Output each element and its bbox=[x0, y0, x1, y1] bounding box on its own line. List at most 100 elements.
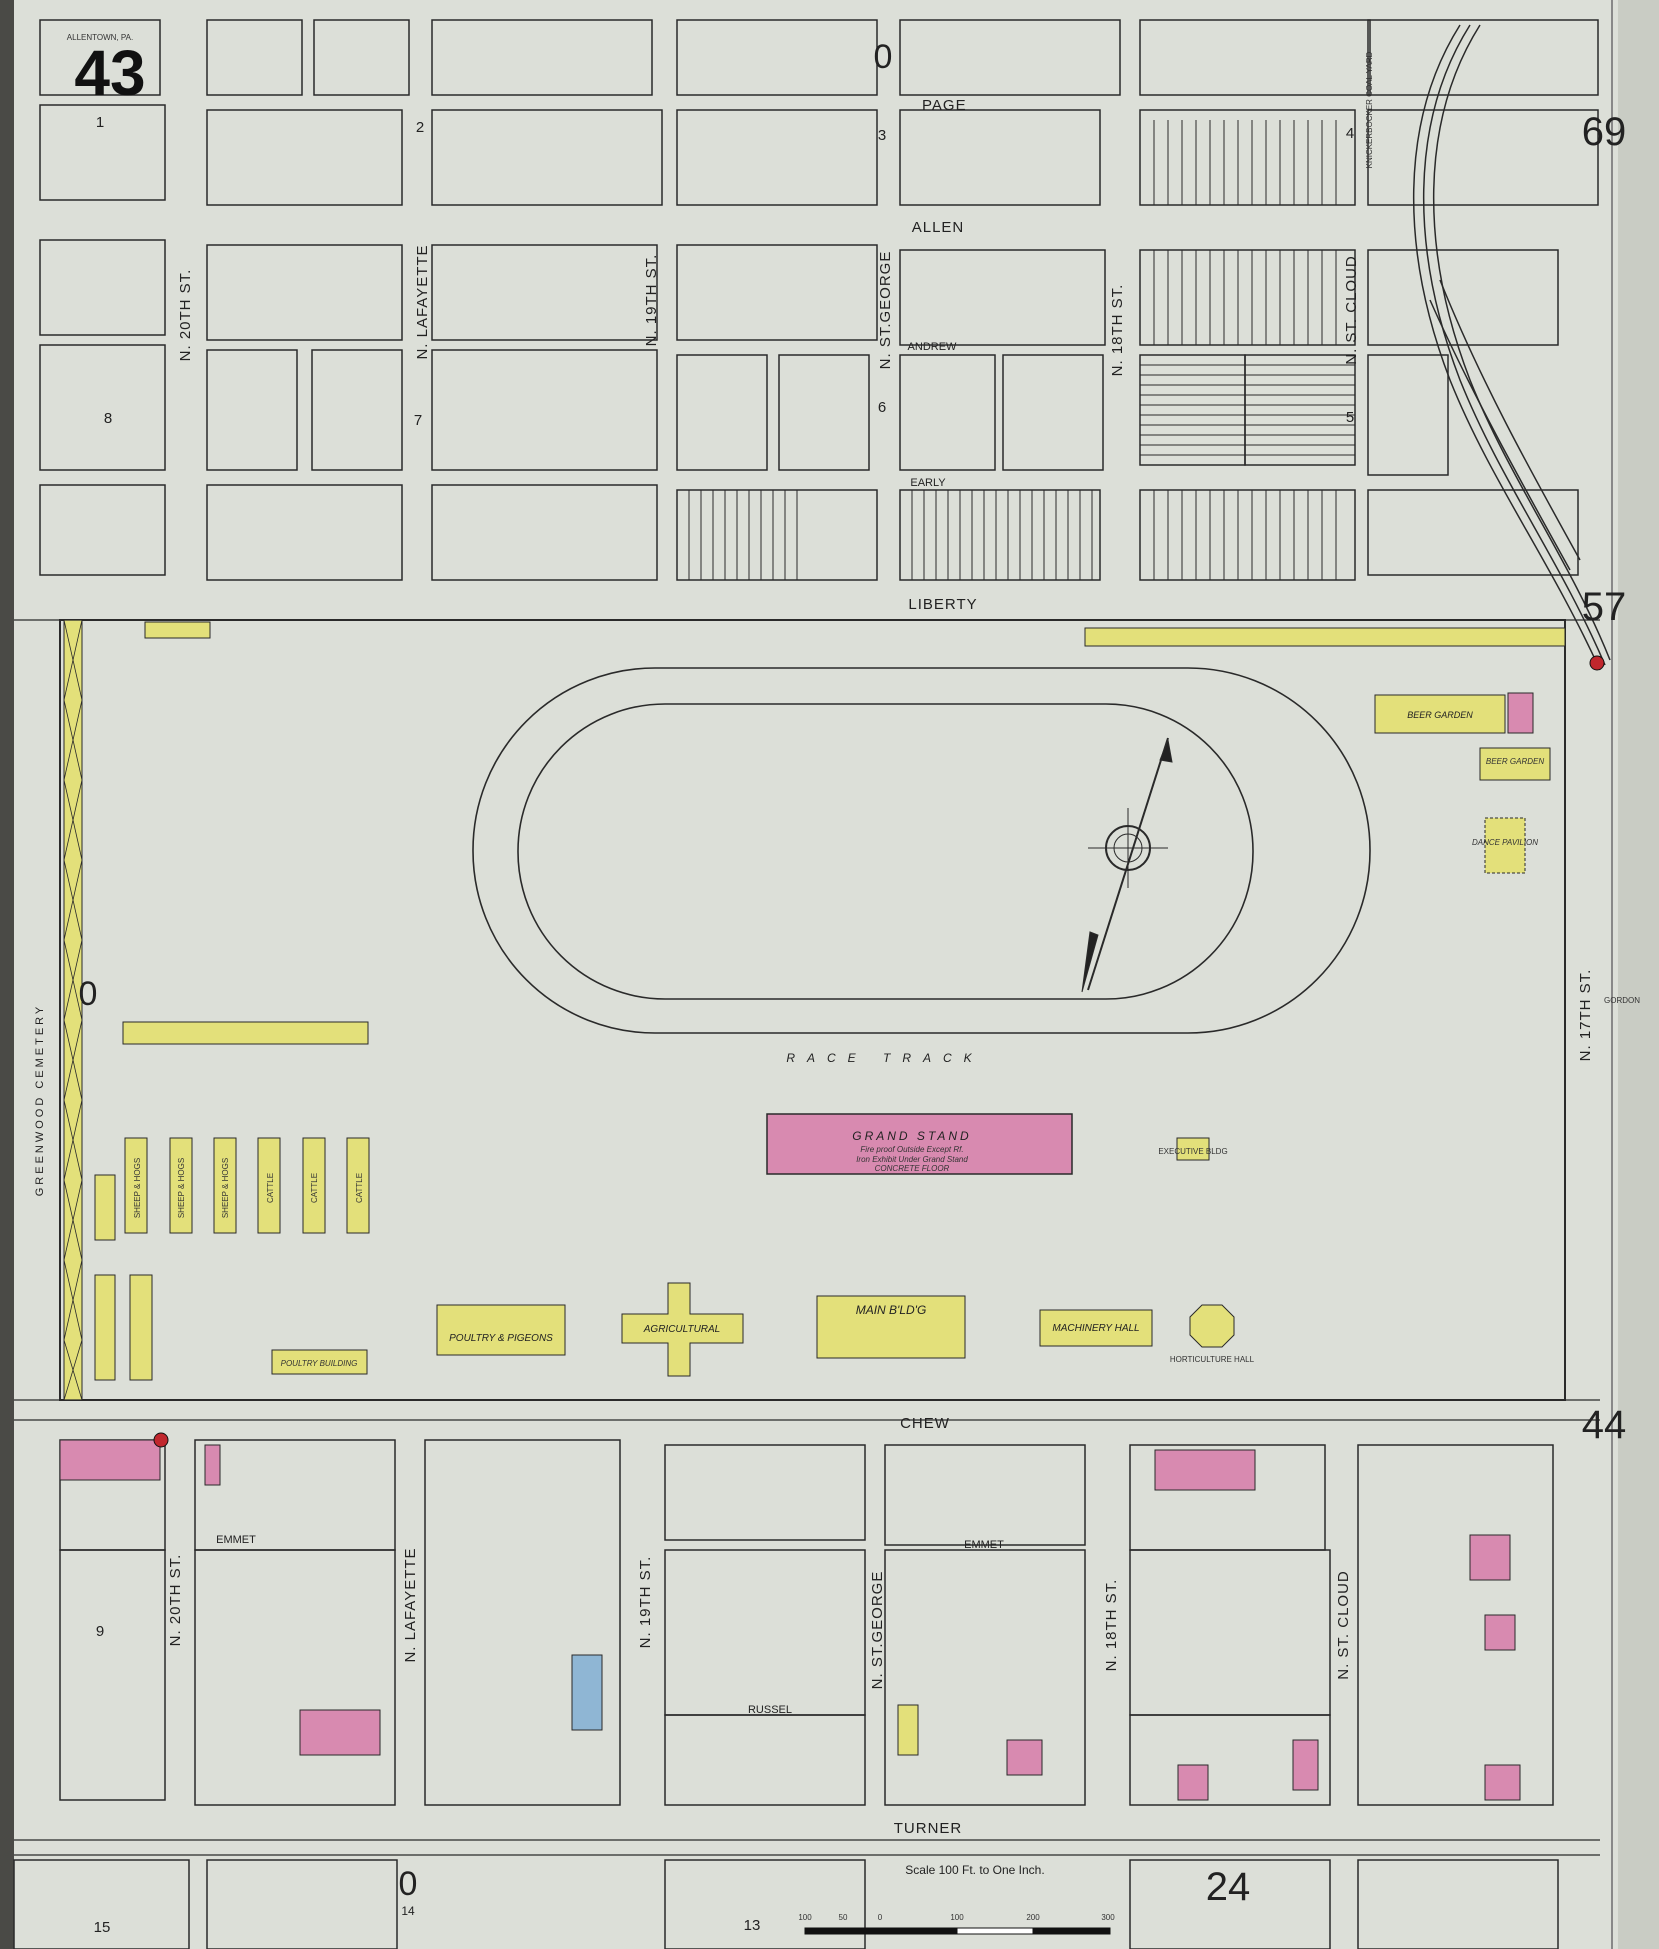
fire-alarm-box-marker bbox=[153, 1432, 169, 1448]
cemetery-fence-hatch bbox=[63, 619, 83, 1401]
poultry-building bbox=[271, 1349, 368, 1375]
north-blocks bbox=[39, 19, 1599, 581]
grand-stand-label: GRAND STAND bbox=[852, 1129, 971, 1143]
knickerbocker-label: KNICKERBOCKER COAL YARD bbox=[1365, 51, 1374, 168]
street-n19-bottom: N. 19TH ST. bbox=[637, 1556, 654, 1649]
street-n20-top: N. 20TH ST. bbox=[177, 269, 194, 362]
machinery-hall-label: MACHINERY HALL bbox=[1052, 1323, 1139, 1334]
liberty-sheds-right bbox=[1084, 627, 1566, 647]
block-5: 5 bbox=[1346, 409, 1354, 426]
adjacent-sheet-24: 24 bbox=[1206, 1865, 1251, 1909]
lot-lines bbox=[676, 120, 1355, 580]
street-russel: RUSSEL bbox=[748, 1704, 792, 1716]
dance-pavilion bbox=[1484, 817, 1526, 874]
main-building bbox=[816, 1295, 966, 1359]
block-3: 3 bbox=[878, 127, 886, 144]
street-andrew: ANDREW bbox=[908, 341, 958, 353]
beer-garden-pink bbox=[1507, 692, 1534, 734]
race-track-label: RACE TRACK bbox=[786, 1051, 983, 1065]
street-n19-top: N. 19TH ST. bbox=[643, 254, 660, 347]
agricultural-building bbox=[621, 1282, 744, 1377]
grand-stand-note1: Fire proof Outside Except Rf. bbox=[860, 1145, 963, 1154]
street-page: PAGE bbox=[922, 97, 967, 114]
street-emmet-right: EMMET bbox=[964, 1539, 1004, 1551]
street-emmet-left: EMMET bbox=[216, 1534, 256, 1546]
horticulture-hall-label: HORTICULTURE HALL bbox=[1170, 1355, 1255, 1364]
scale-label: Scale 100 Ft. to One Inch. bbox=[905, 1863, 1044, 1877]
block-9: 9 bbox=[96, 1623, 104, 1640]
street-allen: ALLEN bbox=[912, 219, 965, 236]
block-0-top: 0 bbox=[874, 38, 893, 76]
scale-tick-4: 100 bbox=[950, 1913, 964, 1922]
south-blocks bbox=[13, 1439, 1559, 1949]
paper-right-edge bbox=[1618, 0, 1659, 1949]
poultry-pigeons bbox=[436, 1304, 566, 1356]
shed-label-sheep-3: SHEEP & HOGS bbox=[133, 1158, 142, 1218]
scale-tick-1: 100 bbox=[798, 1913, 812, 1922]
agricultural-label: AGRICULTURAL bbox=[643, 1324, 721, 1335]
street-n18-bottom: N. 18TH ST. bbox=[1103, 1579, 1120, 1672]
grand-stand bbox=[766, 1113, 1073, 1175]
block-1: 1 bbox=[96, 114, 104, 131]
shed-label-cattle-3: CATTLE bbox=[266, 1173, 275, 1203]
scale-tick-5: 200 bbox=[1026, 1913, 1040, 1922]
block-13: 13 bbox=[744, 1917, 761, 1934]
south-buildings bbox=[59, 1439, 1521, 1801]
street-st-george-top: N. ST.GEORGE bbox=[877, 251, 894, 370]
fire-alarm-box-marker bbox=[1589, 655, 1605, 671]
greenwood-cemetery-label: GREENWOOD CEMETERY bbox=[34, 1004, 46, 1197]
block-2: 2 bbox=[416, 119, 424, 136]
street-gordon: GORDON bbox=[1604, 996, 1640, 1005]
beer-garden-1-label: BEER GARDEN bbox=[1407, 710, 1473, 720]
block-6: 6 bbox=[878, 399, 886, 416]
grand-stand-note2: Iron Exhibit Under Grand Stand bbox=[856, 1155, 968, 1164]
street-liberty: LIBERTY bbox=[908, 596, 977, 613]
block-15: 15 bbox=[94, 1919, 111, 1936]
compass-rose bbox=[1081, 737, 1173, 993]
livestock-sheds bbox=[94, 1137, 370, 1381]
block-0-fair: 0 bbox=[79, 975, 98, 1013]
street-early: EARLY bbox=[910, 477, 946, 489]
shed-label-sheep-1: SHEEP & HOGS bbox=[221, 1158, 230, 1218]
poultry-pigeons-label: POULTRY & PIGEONS bbox=[449, 1333, 553, 1344]
scale-tick-6: 300 bbox=[1101, 1913, 1115, 1922]
adjacent-sheet-44: 44 bbox=[1582, 1403, 1627, 1447]
street-st-cloud-top: N. ST. CLOUD bbox=[1343, 255, 1360, 365]
block-0-bottom: 0 bbox=[399, 1865, 418, 1903]
beer-garden-2 bbox=[1479, 747, 1551, 781]
shed-label-cattle-1: CATTLE bbox=[355, 1173, 364, 1203]
sheet-header-note: ALLENTOWN, PA. bbox=[67, 33, 133, 42]
street-edges bbox=[14, 619, 1600, 1856]
horticulture-hall bbox=[1189, 1304, 1235, 1348]
street-n17: N. 17TH ST. bbox=[1577, 969, 1594, 1062]
street-lafayette-top: N. LAFAYETTE bbox=[414, 244, 431, 359]
railroad-tracks bbox=[1413, 24, 1611, 671]
liberty-shed-left bbox=[144, 621, 211, 639]
street-n20-bottom: N. 20TH ST. bbox=[167, 1554, 184, 1647]
street-chew: CHEW bbox=[900, 1415, 950, 1432]
map-paper bbox=[14, 0, 1632, 1949]
beer-garden-2-label: BEER GARDEN bbox=[1486, 757, 1544, 766]
shed-label-cattle-2: CATTLE bbox=[310, 1173, 319, 1203]
street-st-george-bottom: N. ST.GEORGE bbox=[869, 1571, 886, 1690]
block-4: 4 bbox=[1346, 125, 1354, 142]
executive-building bbox=[1176, 1137, 1210, 1161]
executive-building-label: EXECUTIVE BLDG bbox=[1158, 1147, 1227, 1156]
street-turner: TURNER bbox=[894, 1820, 963, 1837]
block-14: 14 bbox=[401, 1904, 415, 1918]
poultry-building-label: POULTRY BUILDING bbox=[281, 1359, 358, 1368]
street-st-cloud-bottom: N. ST. CLOUD bbox=[1335, 1570, 1352, 1680]
block-7: 7 bbox=[414, 412, 422, 429]
dance-pavilion-label: DANCE PAVILION bbox=[1472, 838, 1538, 847]
scale-bar bbox=[804, 1927, 1111, 1935]
adjacent-sheet-57: 57 bbox=[1582, 585, 1627, 629]
scale-tick-2: 50 bbox=[839, 1913, 848, 1922]
street-lafayette-bottom: N. LAFAYETTE bbox=[402, 1547, 419, 1662]
grand-stand-note3: CONCRETE FLOOR bbox=[875, 1164, 950, 1173]
machinery-hall bbox=[1039, 1309, 1153, 1347]
adjacent-sheet-69: 69 bbox=[1582, 110, 1627, 154]
block-8: 8 bbox=[104, 410, 112, 427]
beer-garden-1 bbox=[1374, 694, 1506, 734]
scale-tick-3: 0 bbox=[878, 1913, 883, 1922]
